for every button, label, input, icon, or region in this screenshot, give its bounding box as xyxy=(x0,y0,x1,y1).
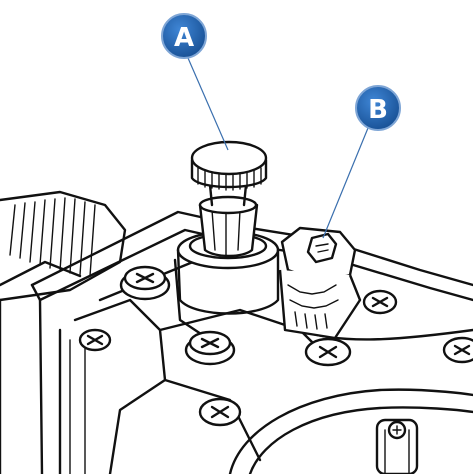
callout-b-label: B xyxy=(368,95,388,125)
screw-right-2 xyxy=(362,289,398,315)
knob xyxy=(190,140,268,191)
callout-a-badge: A xyxy=(161,13,207,59)
selector xyxy=(278,226,362,340)
screw-right-1 xyxy=(304,337,352,367)
screw-far-right xyxy=(442,336,473,364)
callout-b-badge: B xyxy=(355,85,401,131)
left-housing xyxy=(0,190,127,474)
bonnet xyxy=(228,328,473,474)
screw-left-top xyxy=(119,265,171,301)
screw-left-mid xyxy=(78,328,112,352)
flow-control-stem xyxy=(176,183,280,315)
callout-a-label: A xyxy=(174,23,194,53)
screw-lower-left xyxy=(198,397,242,427)
callout-a-leader xyxy=(187,57,229,151)
screw-center xyxy=(184,330,236,366)
callout-b-leader xyxy=(322,127,369,239)
